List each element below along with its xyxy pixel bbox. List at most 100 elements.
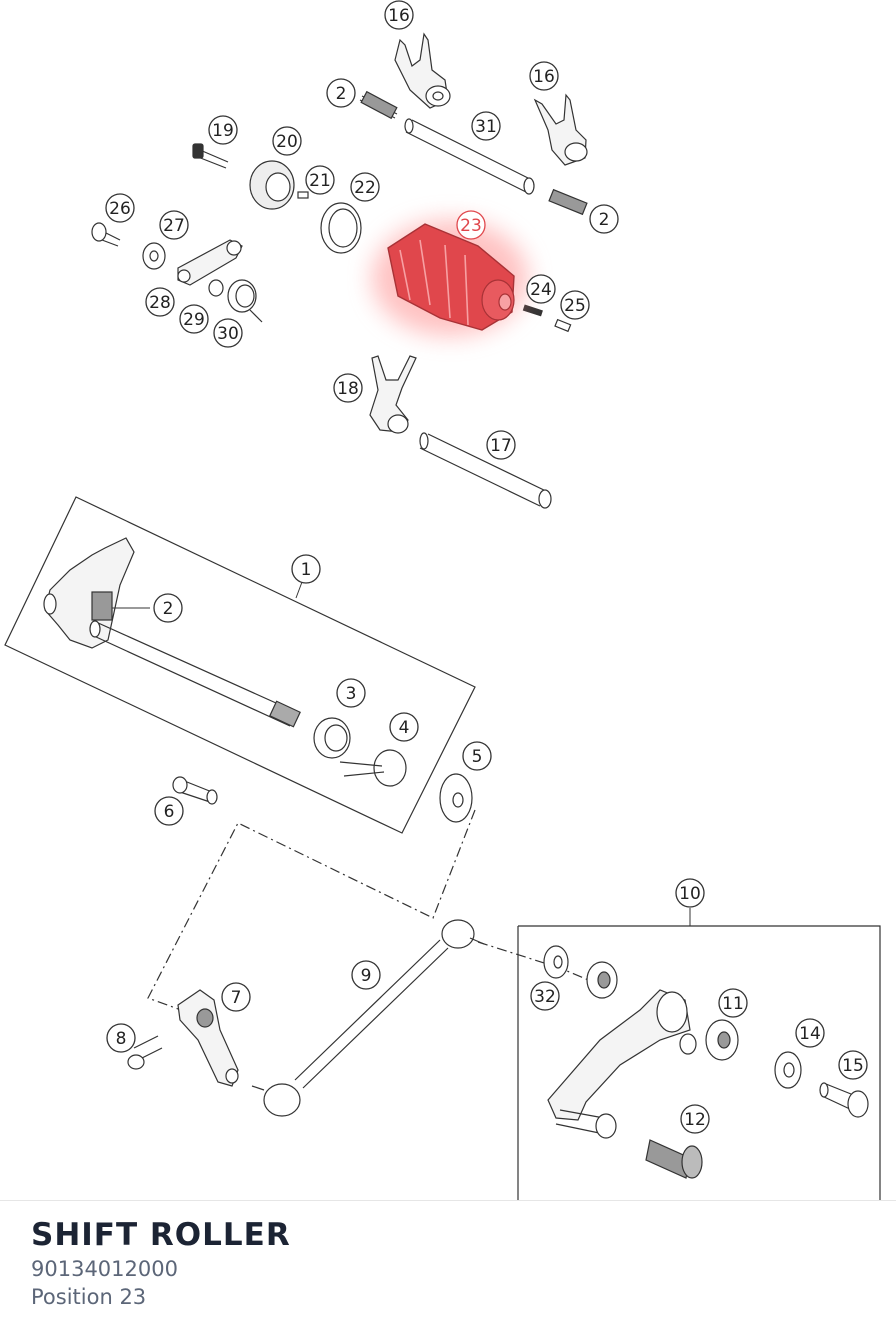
callout-label: 14 bbox=[799, 1024, 821, 1044]
shift-shaft-1[interactable] bbox=[43, 537, 301, 728]
shift-fork-18[interactable] bbox=[369, 355, 417, 434]
callout-5[interactable]: 5 bbox=[462, 741, 492, 771]
callout-label: 21 bbox=[309, 171, 331, 191]
shift-fork-16-b[interactable] bbox=[533, 93, 588, 166]
callout-6[interactable]: 6 bbox=[154, 796, 184, 826]
callout-32[interactable]: 32 bbox=[530, 981, 560, 1011]
washer-14[interactable] bbox=[774, 1051, 802, 1089]
return-spring-4[interactable] bbox=[339, 749, 407, 787]
callout-circle bbox=[384, 0, 414, 30]
circlip-3[interactable] bbox=[313, 717, 351, 759]
callout-17[interactable]: 17 bbox=[486, 430, 516, 460]
callout-circle bbox=[795, 1018, 825, 1048]
callout-label: 17 bbox=[490, 436, 512, 456]
callout-21[interactable]: 21 bbox=[305, 165, 335, 195]
screw-19[interactable] bbox=[192, 143, 229, 169]
pin-25[interactable] bbox=[554, 318, 572, 333]
callout-circle bbox=[838, 1050, 868, 1080]
callout-label: 2 bbox=[599, 210, 610, 230]
bolt-6[interactable] bbox=[172, 776, 218, 805]
callout-11[interactable]: 11 bbox=[718, 988, 748, 1018]
callout-label: 32 bbox=[534, 987, 556, 1007]
callout-30[interactable]: 30 bbox=[213, 318, 243, 348]
spring-2-a[interactable] bbox=[359, 90, 398, 120]
spring-30[interactable] bbox=[227, 279, 263, 323]
callout-label: 19 bbox=[212, 121, 234, 141]
callout-circle bbox=[333, 373, 363, 403]
screw-8[interactable] bbox=[127, 1035, 163, 1070]
callout-label: 2 bbox=[336, 84, 347, 104]
shift-star-20[interactable] bbox=[249, 160, 295, 210]
spring-2-b[interactable] bbox=[548, 188, 588, 216]
callout-circle bbox=[529, 61, 559, 91]
callout-10[interactable]: 10 bbox=[675, 878, 705, 908]
fork-shaft-31[interactable] bbox=[404, 118, 535, 195]
washer-29[interactable] bbox=[208, 279, 224, 297]
callout-label: 7 bbox=[231, 988, 242, 1008]
shift-lever-7[interactable] bbox=[177, 989, 239, 1087]
locking-lever-28[interactable] bbox=[177, 239, 243, 286]
callout-2[interactable]: 2 bbox=[326, 78, 356, 108]
callout-15[interactable]: 15 bbox=[838, 1050, 868, 1080]
bearing-11[interactable] bbox=[705, 1019, 739, 1061]
callout-7[interactable]: 7 bbox=[221, 982, 251, 1012]
callout-22[interactable]: 22 bbox=[350, 172, 380, 202]
shift-pedal[interactable] bbox=[547, 989, 697, 1139]
callout-1[interactable]: 1 bbox=[291, 554, 321, 584]
callout-2[interactable]: 2 bbox=[153, 593, 183, 623]
callout-circle bbox=[213, 318, 243, 348]
callout-label: 22 bbox=[354, 178, 376, 198]
callout-circle bbox=[526, 274, 556, 304]
callout-2[interactable]: 2 bbox=[589, 204, 619, 234]
assembly-box-1 bbox=[4, 496, 476, 834]
callout-label: 24 bbox=[530, 280, 552, 300]
shift-rod-9[interactable] bbox=[251, 919, 485, 1117]
callout-label: 6 bbox=[164, 802, 175, 822]
washer-5[interactable] bbox=[439, 773, 473, 823]
callout-28[interactable]: 28 bbox=[145, 287, 175, 317]
callout-8[interactable]: 8 bbox=[106, 1023, 136, 1053]
callout-19[interactable]: 19 bbox=[208, 115, 238, 145]
callout-24[interactable]: 24 bbox=[526, 274, 556, 304]
callout-12[interactable]: 12 bbox=[680, 1104, 710, 1134]
pedal-rubber-12[interactable] bbox=[645, 1139, 703, 1179]
callout-label: 5 bbox=[472, 747, 483, 767]
callout-16[interactable]: 16 bbox=[529, 61, 559, 91]
callout-3[interactable]: 3 bbox=[336, 678, 366, 708]
shift-roller-23[interactable] bbox=[372, 220, 528, 336]
callout-14[interactable]: 14 bbox=[795, 1018, 825, 1048]
pin-21[interactable] bbox=[297, 191, 309, 199]
linkage-dashdot bbox=[147, 809, 476, 1015]
callout-circle bbox=[291, 554, 321, 584]
callout-16[interactable]: 16 bbox=[384, 0, 414, 30]
callout-29[interactable]: 29 bbox=[179, 304, 209, 334]
shift-fork-16-a[interactable] bbox=[394, 32, 451, 109]
callout-27[interactable]: 27 bbox=[159, 210, 189, 240]
callout-label: 27 bbox=[163, 216, 185, 236]
part-info-panel: SHIFT ROLLER 90134012000 Position 23 bbox=[0, 1200, 896, 1336]
callout-18[interactable]: 18 bbox=[333, 373, 363, 403]
callout-circle bbox=[389, 712, 419, 742]
pin-24[interactable] bbox=[522, 304, 543, 317]
bearing-ring-22[interactable] bbox=[320, 202, 362, 254]
bolt-15[interactable] bbox=[819, 1082, 869, 1118]
callout-31[interactable]: 31 bbox=[471, 111, 501, 141]
washer-32[interactable] bbox=[543, 945, 569, 979]
callout-circle bbox=[560, 290, 590, 320]
fork-shaft-17[interactable] bbox=[419, 432, 552, 509]
washer-27[interactable] bbox=[142, 242, 166, 270]
callout-label: 4 bbox=[399, 718, 410, 738]
callout-26[interactable]: 26 bbox=[105, 193, 135, 223]
callout-9[interactable]: 9 bbox=[351, 960, 381, 990]
callout-circle bbox=[336, 678, 366, 708]
callout-circle bbox=[350, 172, 380, 202]
bearing-upper[interactable] bbox=[586, 961, 618, 999]
callout-label: 15 bbox=[842, 1056, 864, 1076]
bolt-26[interactable] bbox=[91, 222, 121, 247]
callout-4[interactable]: 4 bbox=[389, 712, 419, 742]
callout-25[interactable]: 25 bbox=[560, 290, 590, 320]
callout-23[interactable]: 23 bbox=[456, 210, 486, 240]
callout-label: 16 bbox=[533, 67, 555, 87]
callout-20[interactable]: 20 bbox=[272, 126, 302, 156]
callout-label: 31 bbox=[475, 117, 497, 137]
